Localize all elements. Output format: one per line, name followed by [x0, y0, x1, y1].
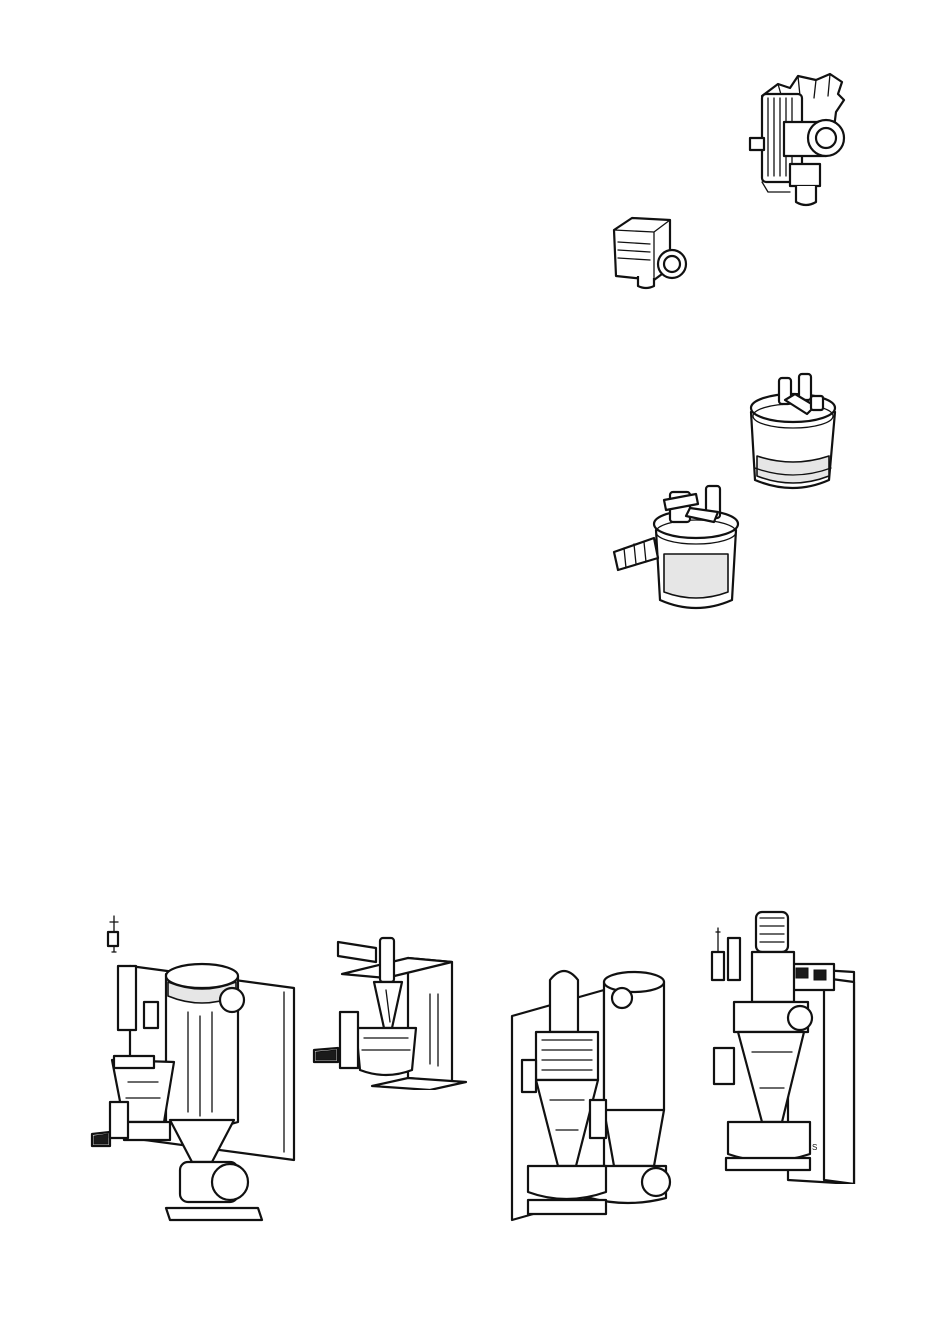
- jar-with-hose-icon: [606, 482, 746, 614]
- separator-unit-1-icon: [88, 912, 302, 1228]
- separator-unit-2-icon: [312, 934, 470, 1090]
- small-valve-icon: [608, 212, 692, 292]
- solenoid-valve-large-icon: [738, 68, 860, 210]
- separator-unit-4-icon: S: [704, 908, 864, 1184]
- separator-unit-3-icon: [506, 960, 674, 1224]
- jar-icon: [745, 372, 841, 496]
- unit4-mark: S: [812, 1143, 817, 1152]
